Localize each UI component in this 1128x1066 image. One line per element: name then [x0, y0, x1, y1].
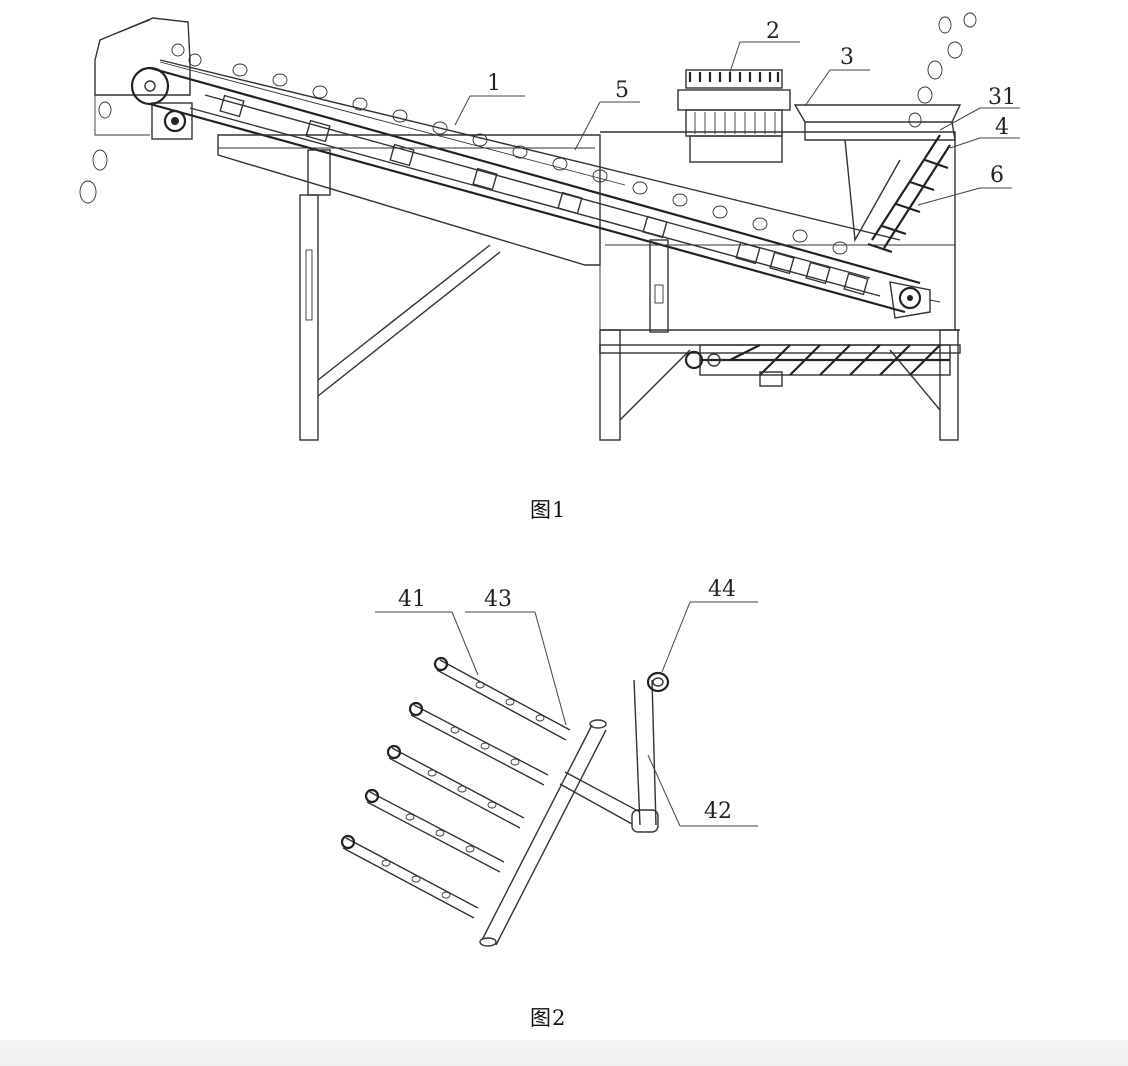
riser-pipe [631, 671, 670, 833]
figure-1-caption: 图1 [530, 498, 567, 522]
spray-bar-3 [386, 744, 525, 829]
wash-tank [217, 131, 960, 331]
spray-bar-5 [340, 834, 479, 919]
label-41: 41 [398, 587, 426, 612]
spray-assembly [867, 134, 951, 254]
potatoes-on-belt [79, 12, 977, 255]
figure-1-conveyor-machine: 1 2 3 31 4 5 6 [79, 12, 1020, 441]
conveyor-brackets [219, 94, 869, 296]
left-support-frame [299, 149, 501, 441]
spray-bars [340, 656, 571, 919]
spray-bar-4 [364, 788, 505, 873]
feed-hopper [793, 104, 962, 243]
figure-2-leader-lines [375, 601, 758, 827]
inclined-conveyor [149, 59, 921, 314]
head-pulley [130, 66, 170, 106]
feed-hood [94, 17, 191, 136]
label-3: 3 [840, 45, 854, 70]
screw-conveyor [684, 344, 951, 387]
label-5: 5 [615, 78, 629, 103]
label-4: 4 [995, 115, 1009, 140]
label-42: 42 [704, 799, 732, 824]
label-44: 44 [708, 577, 736, 602]
drive-motor [151, 102, 193, 140]
label-6: 6 [990, 163, 1004, 188]
tail-pulley [889, 281, 941, 319]
label-1: 1 [487, 71, 501, 96]
spray-bar-2 [408, 701, 549, 786]
figure-2-caption: 图2 [530, 1006, 567, 1030]
sorting-unit [677, 69, 791, 163]
label-43: 43 [484, 587, 512, 612]
right-support-frame [599, 329, 961, 441]
bottom-shade-bar [0, 1040, 1128, 1066]
connector-pipe [559, 771, 641, 825]
label-2: 2 [766, 19, 780, 44]
spray-bar-1 [433, 656, 571, 741]
middle-support-column [649, 239, 669, 333]
label-31: 31 [988, 85, 1016, 110]
leader-lines [454, 41, 1020, 206]
figure-2-spray-assembly: 41 43 44 42 [340, 577, 758, 947]
manifold-pipe [479, 719, 607, 947]
